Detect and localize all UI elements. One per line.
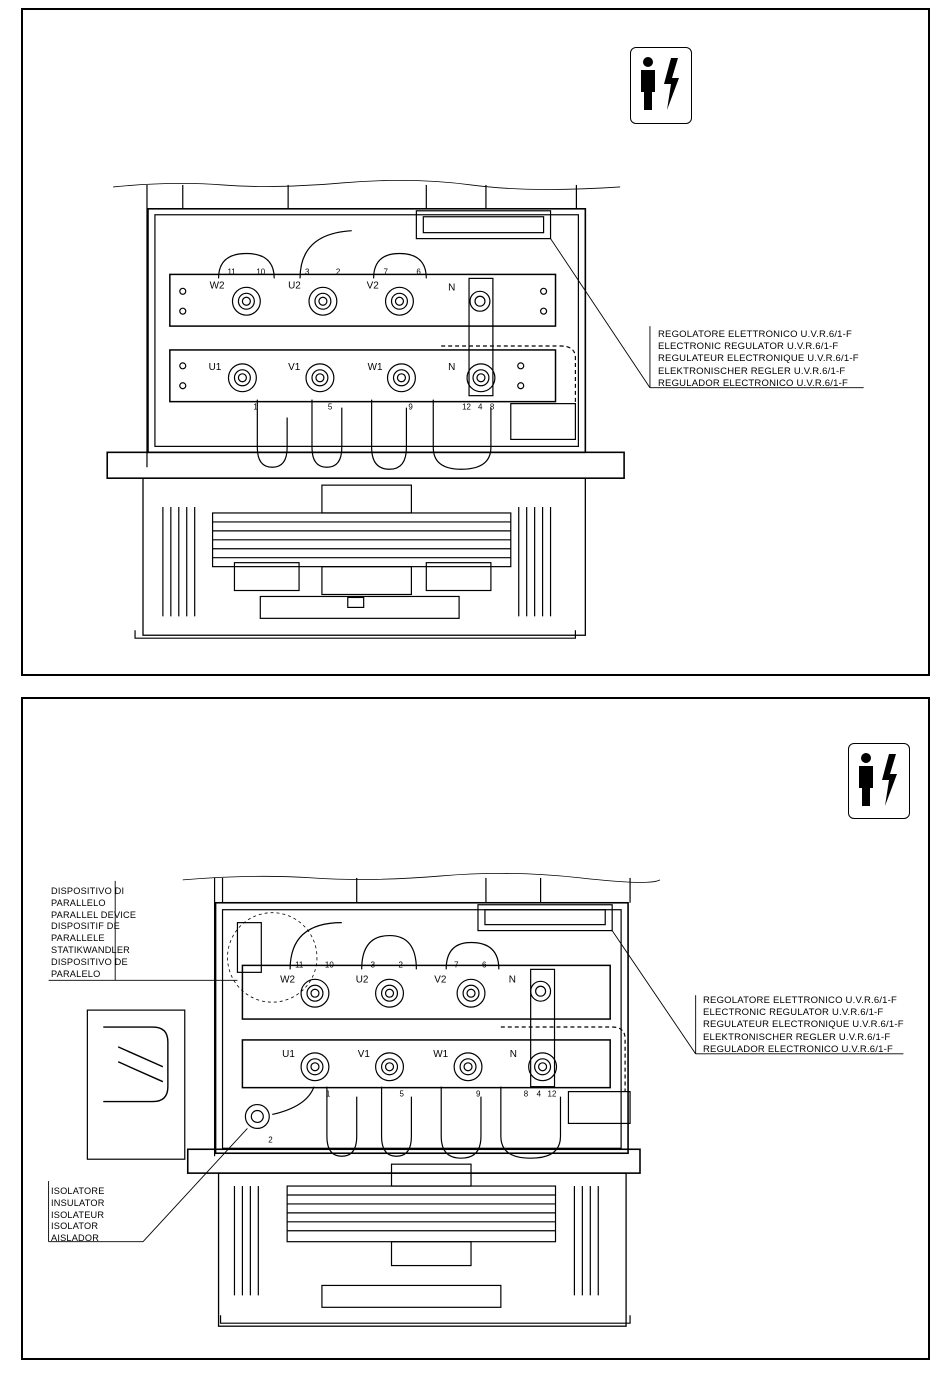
- electrical-hazard-icon-graphic: [641, 57, 679, 110]
- label-line: REGULATEUR ELECTRONIQUE U.V.R.6/1-F: [658, 353, 859, 365]
- top-terminal-u1: U1: [209, 362, 222, 373]
- wire-number: 6: [482, 960, 487, 969]
- bottom-terminal-v1: V1: [358, 1049, 371, 1060]
- insulator-label: ISOLATORE INSULATOR ISOLATEUR ISOLATOR A…: [51, 1186, 105, 1245]
- top-terminal-v2: V2: [367, 280, 380, 291]
- wire-number: 12: [548, 1090, 557, 1099]
- top-terminal-w1: W1: [368, 362, 383, 373]
- top-regulator-label: REGOLATORE ELETTRONICO U.V.R.6/1-F ELECT…: [658, 329, 859, 390]
- label-line: ELEKTRONISCHER REGLER U.V.R.6/1-F: [703, 1031, 891, 1043]
- wire-number: 8: [490, 403, 495, 412]
- bottom-terminal-w1: W1: [433, 1049, 448, 1060]
- label-line: DISPOSITIF DE: [51, 921, 120, 932]
- top-terminal-u2: U2: [288, 280, 301, 291]
- bottom-terminal-u2: U2: [356, 974, 369, 985]
- wire-number: 7: [384, 267, 389, 276]
- label-line: DISPOSITIVO DE: [51, 956, 128, 967]
- wire-number: 9: [476, 1090, 481, 1099]
- label-line: DISPOSITIVO DI: [51, 886, 125, 896]
- parallel-device-label: DISPOSITIVO DI PARALLELO PARALLEL DEVICE…: [51, 886, 136, 980]
- label-line: ISOLATORE: [51, 1186, 105, 1196]
- label-line: ELECTRONIC REGULATOR U.V.R.6/1-F: [703, 1007, 884, 1019]
- label-line: PARALLELE: [51, 933, 105, 944]
- wire-number: 11: [227, 267, 236, 276]
- bottom-terminal-n-lower: N: [510, 1049, 517, 1060]
- bottom-regulator-label: REGOLATORE ELETTRONICO U.V.R.6/1-F ELECT…: [703, 995, 904, 1056]
- top-terminal-n-upper: N: [448, 282, 455, 293]
- wire-number: 10: [256, 267, 265, 276]
- label-line: REGULADOR ELECTRONICO U.V.R.6/1-F: [658, 377, 848, 389]
- label-line: REGOLATORE ELETTRONICO U.V.R.6/1-F: [658, 329, 853, 340]
- electrical-hazard-icon: [848, 743, 910, 819]
- label-line: ISOLATOR: [51, 1221, 99, 1232]
- top-terminal-n-lower: N: [448, 362, 455, 373]
- top-terminal-v1: V1: [288, 362, 301, 373]
- bottom-terminal-board-drawing: W2 U2 V2 N U1 V1 W1 N 11 10 3 2 7 6 1 5 …: [48, 872, 904, 1327]
- bottom-terminal-u1: U1: [282, 1049, 295, 1060]
- wire-number: 12: [462, 403, 471, 412]
- label-line: STATIKWANDLER: [51, 944, 130, 955]
- label-line: ELEKTRONISCHER REGLER U.V.R.6/1-F: [658, 365, 846, 377]
- top-terminal-board-drawing: W2 U2 V2 N U1 V1 W1 N 11 10 3 2 7 6 1 5 …: [106, 180, 864, 639]
- electrical-hazard-icon-graphic: [859, 753, 897, 806]
- label-line: AISLADOR: [51, 1233, 100, 1244]
- electrical-hazard-icon: [630, 47, 692, 124]
- wire-number: 3: [371, 960, 376, 969]
- label-line: ISOLATEUR: [51, 1209, 105, 1220]
- wire-number: 2: [398, 960, 403, 969]
- label-line: REGOLATORE ELETTRONICO U.V.R.6/1-F: [703, 995, 898, 1006]
- top-terminal-w2: W2: [210, 280, 225, 291]
- wire-number: 9: [408, 403, 413, 412]
- wire-number: 1: [326, 1090, 331, 1099]
- bottom-terminal-v2: V2: [434, 974, 447, 985]
- top-wiring-diagram: W2 U2 V2 N U1 V1 W1 N 11 10 3 2 7 6 1 5 …: [21, 8, 930, 676]
- label-line: ELECTRONIC REGULATOR U.V.R.6/1-F: [658, 341, 839, 353]
- wire-number: 11: [295, 960, 304, 969]
- wire-number: 5: [328, 403, 333, 412]
- label-line: INSULATOR: [51, 1197, 105, 1208]
- wire-number: 4: [537, 1090, 542, 1099]
- bottom-terminal-w2: W2: [280, 974, 295, 985]
- wire-number: 5: [399, 1090, 404, 1099]
- label-line: REGULATEUR ELECTRONIQUE U.V.R.6/1-F: [703, 1019, 904, 1031]
- wire-number: 4: [478, 403, 483, 412]
- wire-number: 2: [268, 1135, 273, 1144]
- wire-number: 6: [416, 267, 421, 276]
- bottom-wiring-diagram: W2 U2 V2 N U1 V1 W1 N 11 10 3 2 7 6 1 5 …: [21, 697, 930, 1360]
- label-line: PARALLEL DEVICE: [51, 909, 137, 920]
- wire-number: 1: [253, 403, 258, 412]
- label-line: PARALELO: [51, 968, 101, 979]
- wire-number: 7: [454, 960, 459, 969]
- wire-number: 10: [325, 960, 334, 969]
- wire-number: 2: [336, 267, 341, 276]
- bottom-terminal-n-upper: N: [509, 974, 516, 985]
- label-line: PARALLELO: [51, 897, 106, 908]
- wire-number: 3: [305, 267, 310, 276]
- label-line: REGULADOR ELECTRONICO U.V.R.6/1-F: [703, 1043, 893, 1055]
- wire-number: 8: [524, 1090, 529, 1099]
